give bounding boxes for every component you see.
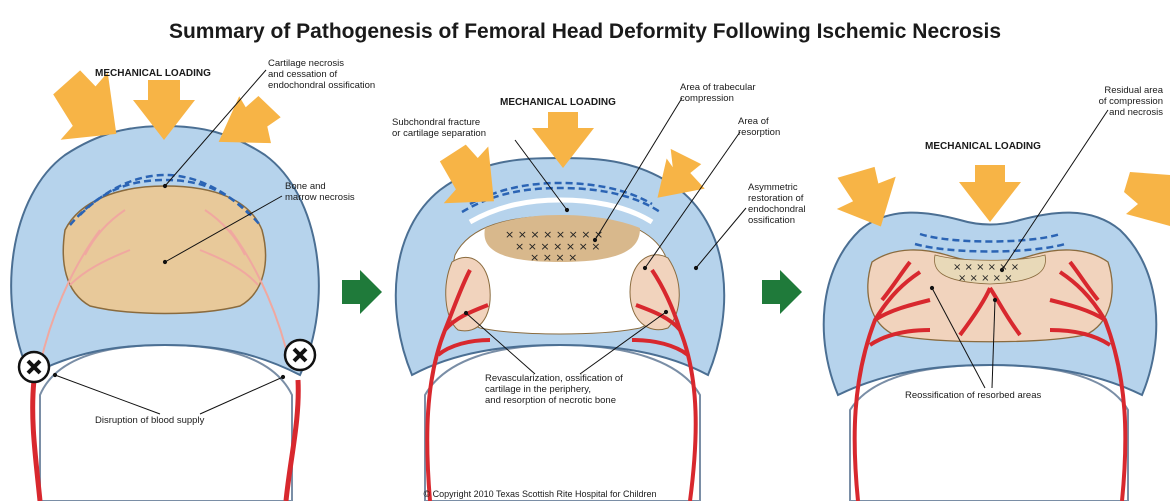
svg-text:Asymmetric: Asymmetric xyxy=(748,182,798,193)
mechanical-loading-label-2: MECHANICAL LOADING xyxy=(500,97,616,108)
svg-text:× × × × × ×: × × × × × × xyxy=(953,262,1019,273)
trabecular-compression-label: Area of trabecular compression xyxy=(680,82,756,104)
svg-text:endochondral: endochondral xyxy=(748,204,806,215)
asymmetric-restoration-label: Asymmetric restoration of endochondral o… xyxy=(748,182,806,226)
svg-text:compression: compression xyxy=(680,93,734,104)
residual-area-label: Residual area of compression and necrosi… xyxy=(1099,85,1164,118)
subchondral-fracture-label: Subchondral fracture or cartilage separa… xyxy=(392,117,486,139)
svg-text:and resorption of necrotic bon: and resorption of necrotic bone xyxy=(485,395,616,406)
resorption-label: Area of resorption xyxy=(738,116,780,138)
svg-text:× × × × ×: × × × × × xyxy=(958,273,1013,284)
disruption-label: Disruption of blood supply xyxy=(95,415,205,426)
svg-text:ossification: ossification xyxy=(748,215,795,226)
svg-text:Revascularization, ossificatio: Revascularization, ossification of xyxy=(485,373,623,384)
necrotic-bone-1 xyxy=(63,186,265,314)
compression-marks-3: × × × × × × × × × × × xyxy=(953,262,1019,284)
svg-text:Bone and: Bone and xyxy=(285,181,326,192)
svg-text:Residual area: Residual area xyxy=(1104,85,1163,96)
panel-2-revascularization: × × × × × × × × × × × × × × × × × × × ME… xyxy=(392,82,806,501)
blockage-icon-right xyxy=(285,340,315,370)
svg-text:× × × ×: × × × × xyxy=(530,251,577,264)
svg-text:marrow necrosis: marrow necrosis xyxy=(285,192,355,203)
peripheral-bone-left-2 xyxy=(446,257,490,331)
svg-text:or cartilage separation: or cartilage separation xyxy=(392,128,486,139)
mechanical-loading-label-1: MECHANICAL LOADING xyxy=(95,68,211,79)
svg-text:and necrosis: and necrosis xyxy=(1109,107,1163,118)
svg-text:of compression: of compression xyxy=(1099,96,1163,107)
stage-arrow-icon-1 xyxy=(342,270,382,314)
stage-arrow-icon-2 xyxy=(762,270,802,314)
blood-vessel-left-1 xyxy=(33,380,40,501)
svg-text:resorption: resorption xyxy=(738,127,780,138)
cartilage-necrosis-label: Cartilage necrosis and cessation of endo… xyxy=(268,58,375,91)
svg-text:and cessation of: and cessation of xyxy=(268,69,338,80)
reossification-label: Reossification of resorbed areas xyxy=(905,390,1041,401)
svg-text:endochondral ossification: endochondral ossification xyxy=(268,80,375,91)
bone-marrow-necrosis-label: Bone and marrow necrosis xyxy=(285,181,355,203)
load-arrow-icon xyxy=(959,165,1021,222)
diagram-title: Summary of Pathogenesis of Femoral Head … xyxy=(169,20,1001,43)
panel-3-reossification: × × × × × × × × × × × MECHANICAL LOADING… xyxy=(824,85,1170,501)
svg-text:Area of trabecular: Area of trabecular xyxy=(680,82,756,93)
svg-text:cartilage in the periphery,: cartilage in the periphery, xyxy=(485,384,591,395)
load-arrow-icon xyxy=(219,91,284,150)
svg-text:Area of: Area of xyxy=(738,116,769,127)
load-arrow-icon xyxy=(1124,172,1170,226)
peripheral-bone-right-2 xyxy=(630,255,679,330)
svg-text:restoration of: restoration of xyxy=(748,193,804,204)
copyright-text: © Copyright 2010 Texas Scottish Rite Hos… xyxy=(423,489,656,499)
femoral-neck-3 xyxy=(850,365,1128,501)
svg-text:Subchondral fracture: Subchondral fracture xyxy=(392,117,480,128)
svg-text:Cartilage necrosis: Cartilage necrosis xyxy=(268,58,344,69)
mechanical-loading-label-3: MECHANICAL LOADING xyxy=(925,141,1041,152)
femoral-neck-2 xyxy=(425,345,700,501)
panel-1-ischemic-necrosis: MECHANICAL LOADING Cartilage necrosis an… xyxy=(11,58,375,501)
blockage-icon-left xyxy=(19,352,49,382)
